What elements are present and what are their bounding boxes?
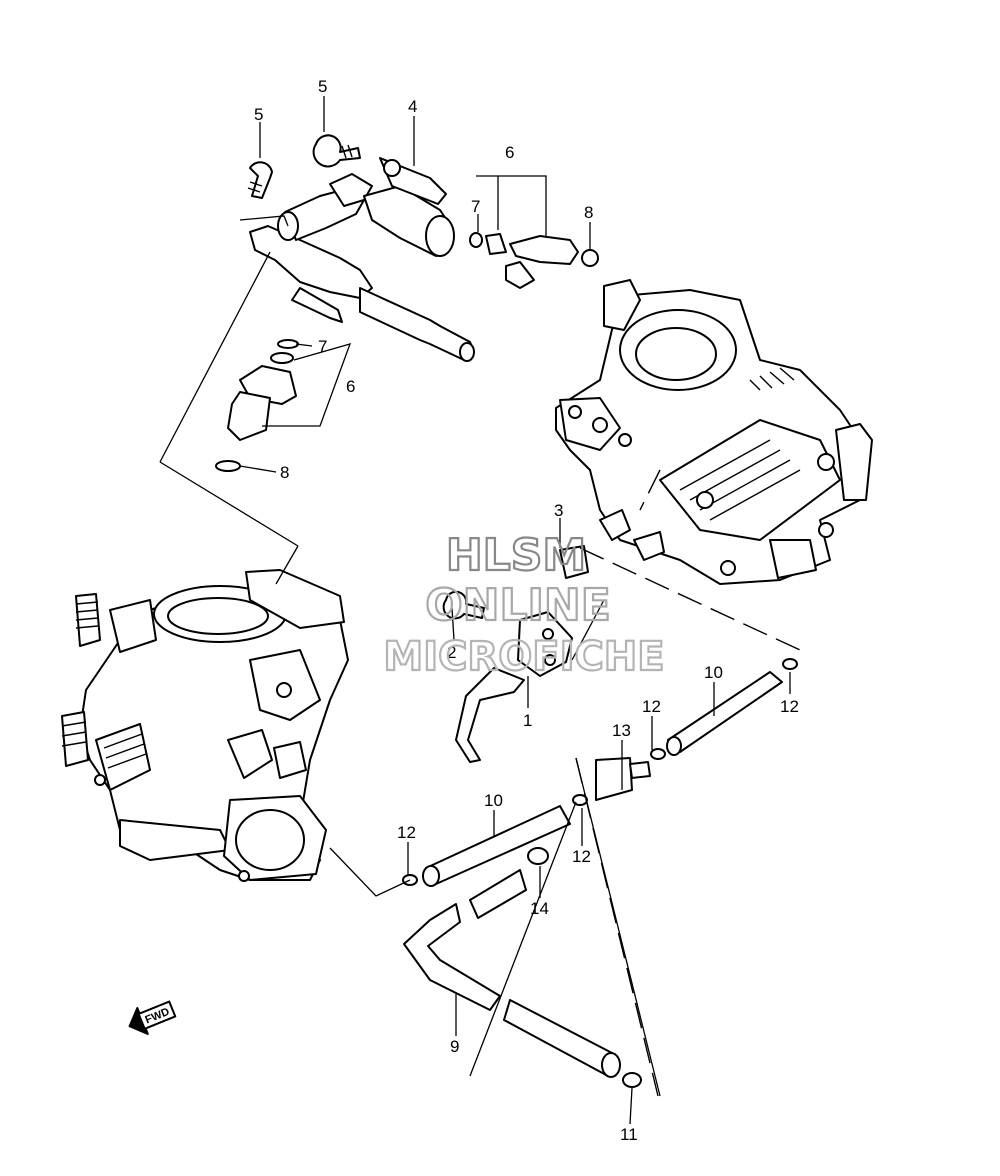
bracket-valve [455,611,573,763]
bolt-3 [559,545,589,579]
callout-10-lower: 10 [484,791,503,810]
forward-direction-arrow: FWD [128,1000,177,1035]
callout-8-lower: 8 [280,463,289,482]
hose-10-lower [422,805,571,887]
fuel-injector-upper [469,232,599,289]
bolt-2 [442,590,485,620]
callout-13: 13 [612,721,631,740]
callout-7-lower: 7 [318,337,327,356]
callout-12-right: 12 [780,697,799,716]
callout-leaders [239,96,791,1125]
callout-10-upper: 10 [704,663,723,682]
watermark-line-3: MICROFICHE [383,634,664,680]
callout-12-mid: 12 [642,697,661,716]
callout-12-left: 12 [397,823,416,842]
throttle-body-left [61,569,349,882]
callout-5-left: 5 [254,105,263,124]
bolt-left [247,161,273,199]
watermark-line-1: HLSM [446,530,586,581]
callout-8-upper: 8 [584,203,593,222]
hose-10-upper [666,671,783,756]
callout-7-upper: 7 [471,197,480,216]
callout-3: 3 [554,501,563,520]
joint-13 [595,757,651,801]
callout-4: 4 [408,97,417,116]
bolt-upper [312,134,361,168]
callout-9: 9 [450,1037,459,1056]
callout-14: 14 [530,899,549,918]
fuel-delivery-pipe [249,157,475,362]
hose-9 [403,869,621,1078]
fuel-injector-lower [215,339,299,472]
callout-1: 1 [523,711,532,730]
watermark-line-2: ONLINE [425,580,611,631]
watermark: HLSM ONLINE MICROFICHE [382,529,665,681]
throttle-body-right [555,279,873,585]
callout-5-upper: 5 [318,77,327,96]
clamps [402,658,798,1088]
callout-6-lower: 6 [346,377,355,396]
callout-numbers: 5 5 4 6 7 8 7 6 8 3 2 1 10 12 12 13 10 1… [254,77,799,1144]
connection-lines [159,251,801,1097]
callout-12-lower: 12 [572,847,591,866]
callout-2: 2 [447,643,456,662]
callout-6-upper: 6 [505,143,514,162]
callout-11: 11 [620,1125,638,1144]
